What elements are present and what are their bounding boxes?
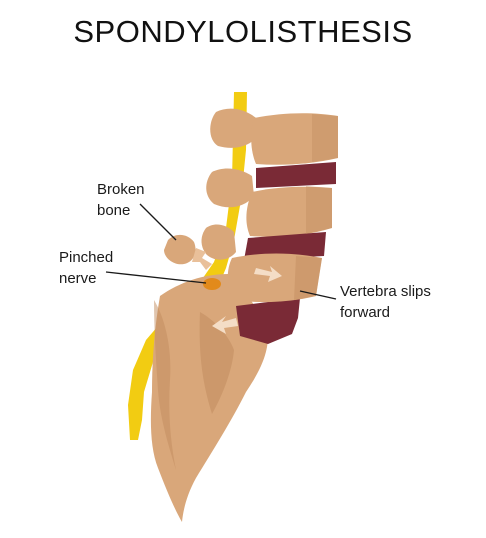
label-vertebra-slips-line2: forward [340,304,390,321]
broken-fragment [164,234,196,265]
vertebra-l2 [246,186,332,237]
pointer-broken-bone [139,203,177,241]
label-vertebra-slips: Vertebra slips forward [340,283,435,321]
label-pinched-nerve: Pinched nerve [59,249,117,287]
pointer-pinched-nerve [105,271,207,284]
label-pinched-nerve-line1: Pinched [59,249,113,266]
sacrum-ridge [154,300,176,470]
arrow-forward [254,266,282,282]
facet-l4 [201,224,236,260]
disc-l2-l3 [244,232,326,260]
vertebra-l5-shade [294,256,322,300]
vertebra-l1 [251,113,338,165]
disc-l1-l2 [256,162,336,188]
pointer-vertebra-slips [299,290,337,300]
label-broken-bone: Broken bone [97,181,149,219]
disc-l5-s1 [236,298,300,344]
label-broken-bone-line2: bone [97,202,130,219]
vertebra-l2-shade [306,186,332,234]
facet-l2 [210,108,258,148]
pinched-nerve-spot [203,278,221,290]
arrow-backward [212,316,238,334]
facet-l3 [206,168,254,208]
label-vertebra-slips-line1: Vertebra slips [340,283,431,300]
fracture-crack [192,248,212,270]
sacrum-shadow [199,312,234,414]
label-broken-bone-line1: Broken [97,181,145,198]
label-pinched-nerve-line2: nerve [59,270,97,287]
diagram-title: SPONDYLOLISTHESIS [73,14,413,49]
vertebra-l1-shade [312,114,338,162]
